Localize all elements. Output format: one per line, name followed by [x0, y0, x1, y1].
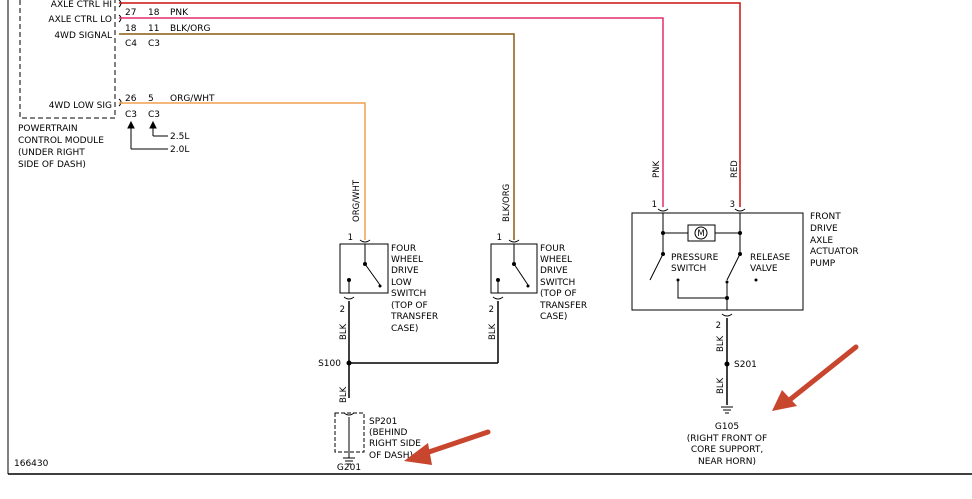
label-line: CASE): [540, 312, 567, 322]
pcm-connector-marks: [118, 0, 122, 107]
cavity-number: 18: [125, 24, 137, 34]
wire-color-label: PNK: [170, 8, 189, 18]
wire-color-label: ORG/WHT: [352, 179, 362, 222]
splice-s100: [346, 360, 352, 366]
front-drive-axle-actuator-pump: M 1 3 2 PRESSURE SWITCH RELEASE VALVE: [631, 200, 804, 331]
pcm-pin-label: 4WD LOW SIG: [49, 101, 112, 111]
pcm-module: AXLE CTRL HI AXLE CTRL LO 4WD SIGNAL 4WD…: [18, 0, 116, 170]
label-line: FOUR: [540, 244, 565, 254]
four-wheel-drive-switch: 1 2: [489, 233, 538, 315]
splice-s201: [724, 361, 730, 367]
wire-color-label: BLK/ORG: [170, 24, 210, 34]
pcm-name-line: SIDE OF DASH): [18, 160, 86, 170]
pcm-pin-numbers: 27 18 PNK 18 11 BLK/ORG C4 C3 26 5 ORG/W…: [125, 8, 215, 120]
engine-20-label: 2.0L: [170, 145, 189, 155]
sp201-name: SP201: [369, 417, 397, 427]
pump-label: FRONT DRIVE AXLE ACTUATOR PUMP: [810, 212, 859, 269]
label-line: FOUR: [391, 244, 416, 254]
ground-symbol: [721, 406, 733, 414]
pcm-pin-label: AXLE CTRL HI: [51, 0, 112, 10]
switch-4wd-label: FOUR WHEEL DRIVE SWITCH (TOP OF TRANSFER…: [539, 244, 587, 322]
connector-id: C3: [148, 110, 160, 120]
wire-color-label: RED: [730, 160, 740, 178]
pin-number: 2: [340, 305, 345, 315]
g105-name: G105: [715, 422, 739, 432]
pcm-name-line: (UNDER RIGHT: [18, 148, 85, 158]
pcm-pin-label: AXLE CTRL LO: [48, 15, 112, 25]
wire-color-label: BLK: [716, 377, 726, 394]
wire-color-label: PNK: [652, 161, 662, 178]
motor-symbol: M: [697, 229, 704, 239]
pressure-switch-label: SWITCH: [671, 264, 706, 274]
label-line: SWITCH: [540, 278, 575, 288]
wire-color-label: BLK: [488, 323, 498, 340]
pin-number: 1: [348, 233, 353, 243]
label-line: SWITCH: [391, 289, 426, 299]
cavity-number: 18: [148, 8, 160, 18]
label-line: TRANSFER: [539, 301, 587, 311]
wire-blkorg: [119, 33, 515, 240]
pin-number: 2: [716, 321, 721, 331]
label-line: PUMP: [810, 259, 836, 269]
pin-number: 1: [497, 233, 502, 243]
label-line: DRIVE: [810, 224, 838, 234]
wires: [119, 2, 741, 240]
g105-label: (RIGHT FRONT OF: [687, 434, 767, 444]
wire-red: [119, 2, 741, 207]
wire-color-label: ORG/WHT: [170, 94, 215, 104]
ground-label: G201: [337, 463, 361, 473]
wire-color-label: BLK: [339, 386, 349, 403]
splice-label: S100: [318, 359, 341, 369]
annotation-arrow-g105: [772, 344, 859, 411]
pin-number: 1: [652, 200, 657, 210]
connector-id: C4: [125, 39, 137, 49]
cavity-number: 27: [125, 8, 136, 18]
wire-pnk: [119, 17, 664, 207]
release-valve-label: RELEASE: [750, 253, 791, 263]
label-line: ACTUATOR: [810, 247, 859, 257]
label-line: DRIVE: [391, 266, 419, 276]
wire-color-label: BLK: [339, 323, 349, 340]
sp201-label: RIGHT SIDE: [369, 439, 421, 449]
g105-label: CORE SUPPORT,: [691, 445, 763, 455]
release-valve-label: VALVE: [750, 264, 778, 274]
four-wheel-drive-low-switch: 1 2: [339, 233, 389, 315]
engine-25-label: 2.5L: [170, 132, 189, 142]
figure-number: 166430: [14, 459, 49, 469]
engine-variant-marker: [127, 120, 168, 150]
cavity-number: 26: [125, 94, 137, 104]
label-line: DRIVE: [540, 266, 568, 276]
pcm-pin-label: 4WD SIGNAL: [54, 31, 112, 41]
g105-label: NEAR HORN): [698, 457, 756, 467]
wire-orgwht: [119, 102, 366, 240]
splice-label: S201: [734, 360, 757, 370]
wire-color-label: BLK/ORG: [502, 184, 512, 222]
ground-circuit: [348, 301, 499, 398]
sp201-label: (BEHIND: [369, 428, 408, 438]
label-line: FRONT: [810, 212, 841, 222]
label-line: (TOP OF: [540, 289, 577, 299]
label-line: LOW: [391, 278, 412, 288]
pcm-name-line: CONTROL MODULE: [18, 136, 104, 146]
connector-id: C3: [125, 110, 137, 120]
label-line: WHEEL: [540, 255, 572, 265]
cavity-number: 11: [148, 24, 159, 34]
cavity-number: 5: [148, 94, 154, 104]
pcm-name-line: POWERTRAIN: [18, 124, 78, 134]
label-line: WHEEL: [391, 255, 423, 265]
label-line: CASE): [391, 324, 418, 334]
sp201-connector: [334, 412, 365, 465]
pin-number: 3: [730, 200, 735, 210]
pressure-switch-label: PRESSURE: [671, 253, 719, 263]
annotation-arrow-sp201: [404, 429, 491, 465]
sp201-label: OF DASH): [369, 451, 413, 461]
connector-id: C3: [148, 39, 160, 49]
label-line: AXLE: [810, 236, 833, 246]
wire-color-label: BLK: [716, 335, 726, 352]
pin-number: 2: [489, 305, 494, 315]
switch-low-label: FOUR WHEEL DRIVE LOW SWITCH (TOP OF TRAN…: [390, 244, 438, 334]
label-line: (TOP OF: [391, 301, 428, 311]
label-line: TRANSFER: [390, 312, 438, 322]
